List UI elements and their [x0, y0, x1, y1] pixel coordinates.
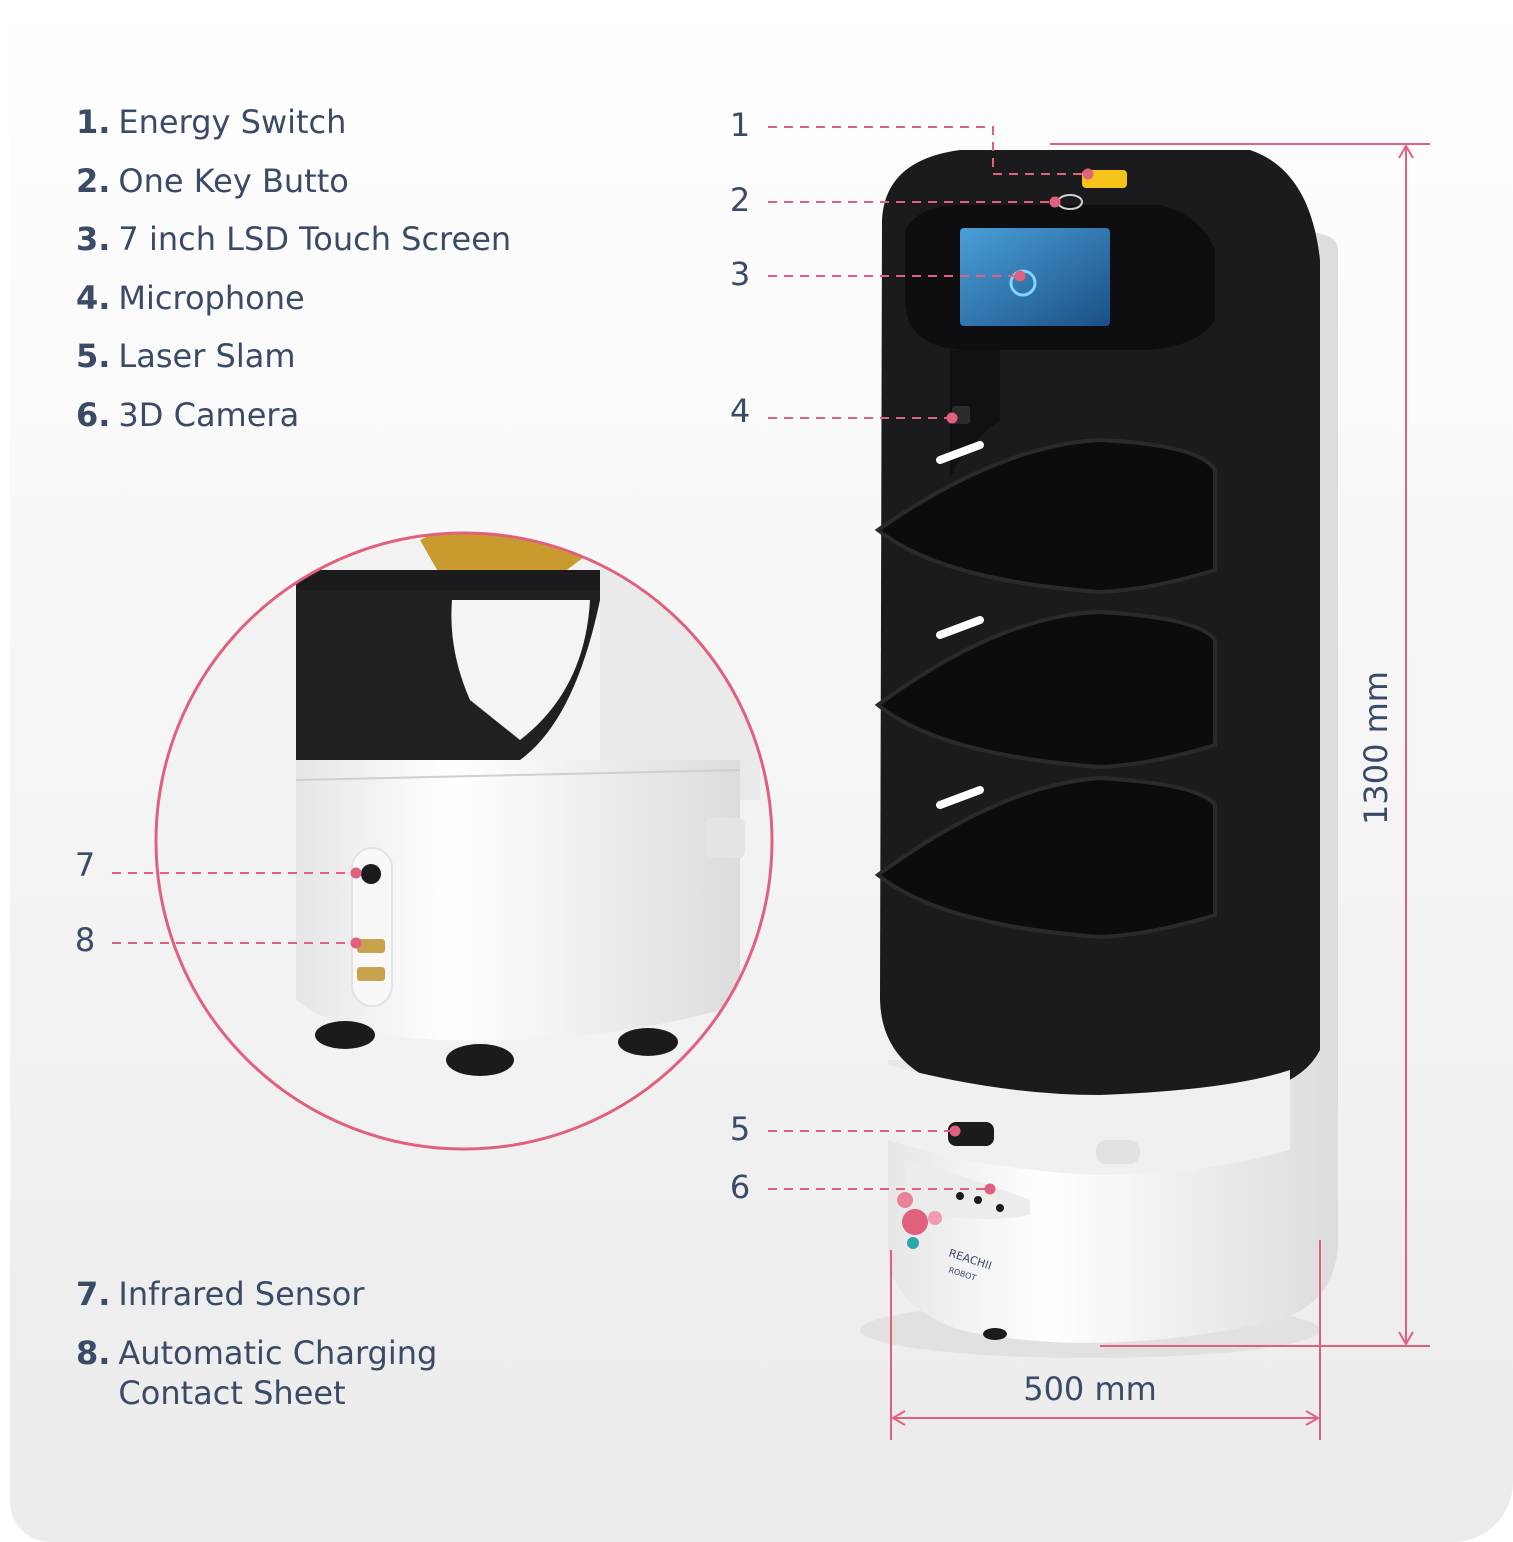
tray-1 [874, 437, 1217, 595]
legend-item-laser-slam: 5.Laser Slam [76, 337, 296, 375]
zoom-circle-outline [154, 531, 774, 1151]
callout-dot-3 [1014, 270, 1026, 282]
charging-contact-1 [357, 939, 385, 953]
legend-item-infrared-sensor: 7.Infrared Sensor [76, 1275, 365, 1313]
wheel [315, 1021, 375, 1049]
wheel [618, 1028, 678, 1056]
delivery-robot: REACHII ROBOT [860, 150, 1338, 1358]
tray-2 [874, 609, 1217, 770]
width-dimension-label: 500 mm [1023, 1370, 1157, 1408]
callout-dot-2 [1049, 196, 1061, 208]
callout-number-6: 6 [729, 1168, 751, 1206]
callout-number-4: 4 [729, 392, 751, 430]
callout-number-2: 2 [729, 181, 751, 219]
base-body [296, 760, 740, 1041]
legend-item-touch-screen: 3.7 inch LSD Touch Screen [76, 220, 512, 258]
tray-3 [874, 775, 1217, 940]
callout-dot-5 [949, 1125, 961, 1137]
dimension-lines [890, 143, 1430, 1440]
callout-dot-8 [350, 937, 362, 949]
height-dimension-label: 1300 mm [1357, 671, 1395, 825]
camera-lens [996, 1204, 1004, 1212]
legend-item-energy-switch: 1.Energy Switch [76, 103, 347, 141]
callout-number-8: 8 [74, 921, 96, 959]
zoom-detail-base [154, 531, 774, 1151]
callout-number-7: 7 [74, 846, 96, 884]
callout-leaders [112, 126, 1088, 1190]
feature-legend-top: 1.Energy Switch 2.One Key Butto 3.7 inch… [76, 102, 511, 453]
camera-lens [956, 1192, 964, 1200]
callout-number-5: 5 [729, 1110, 751, 1148]
legend-item-microphone: 4.Microphone [76, 278, 305, 317]
wheel [446, 1044, 514, 1076]
infrared-sensor [361, 864, 381, 884]
leader-1 [768, 126, 1088, 175]
camera-lens [974, 1196, 982, 1204]
callout-dot-1 [1082, 168, 1094, 180]
callout-dot-7 [350, 867, 362, 879]
sensor-strip [351, 847, 393, 1007]
legend-item-one-key-button: 2.One Key Butto [76, 161, 349, 200]
callout-dot-6 [984, 1183, 996, 1195]
callout-number-1: 1 [729, 106, 751, 144]
callout-number-3: 3 [729, 255, 751, 293]
legend-item-3d-camera: 6.3D Camera [76, 395, 300, 434]
charging-contact-2 [357, 967, 385, 981]
shelf-opening [451, 600, 590, 740]
callout-dot-4 [946, 412, 958, 424]
callout-dots [350, 168, 1094, 1195]
